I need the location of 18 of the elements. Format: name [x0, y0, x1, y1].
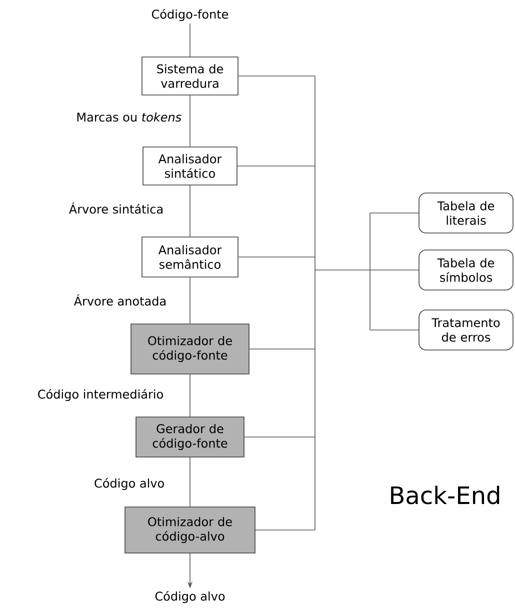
process-box: Otimizador de código-alvo — [124, 506, 256, 554]
table-box: Tratamento de erros — [418, 310, 514, 350]
process-box: Analisador sintático — [142, 146, 238, 186]
edge-label: Código alvo — [94, 478, 164, 490]
process-box: Otimizador de código-fonte — [130, 324, 250, 374]
edge-label: Árvore sintática — [69, 202, 162, 214]
flow-label: Código-fonte — [152, 8, 228, 22]
connector-bus — [237, 76, 419, 530]
section-label: Back-End — [391, 486, 500, 504]
table-box: Tabela de literais — [418, 192, 514, 234]
table-box: Tabela de símbolos — [418, 250, 514, 290]
process-box: Sistema de varredura — [142, 56, 238, 96]
flow-label: Código alvo — [155, 590, 225, 604]
process-box: Gerador de código-fonte — [136, 416, 244, 458]
edge-label: Marcas ou tokens — [77, 112, 182, 122]
edge-label: Árvore anotada — [74, 294, 166, 306]
process-box: Analisador semântico — [142, 236, 238, 278]
edge-label: Código intermediário — [38, 388, 163, 402]
